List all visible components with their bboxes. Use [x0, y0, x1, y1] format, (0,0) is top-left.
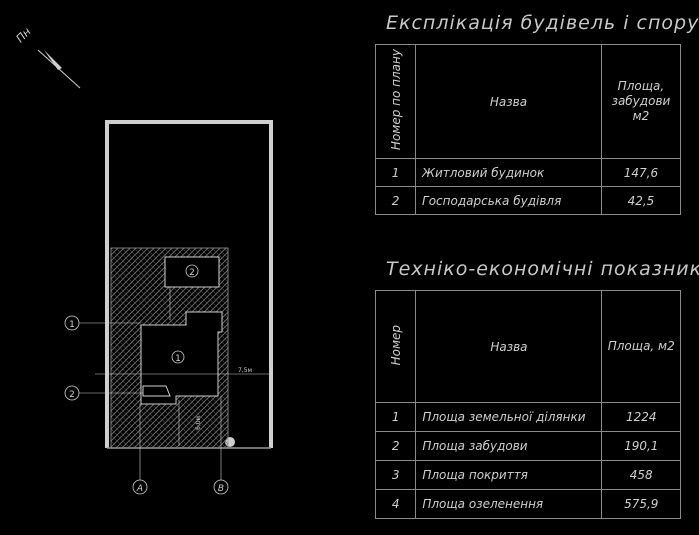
- building-2-number: 2: [189, 268, 195, 278]
- table-row: 1 Житловий будинок 147,6: [374, 158, 682, 187]
- building-2: 2: [164, 256, 220, 288]
- svg-text:A: A: [136, 484, 143, 494]
- site-plan: Пн 2 1 7,5м 6,0м 1 2 A: [14, 25, 273, 495]
- building-1: 1: [140, 311, 223, 405]
- header-name: Назва: [489, 94, 528, 109]
- svg-text:B: B: [218, 484, 224, 494]
- table-row: 1 Площа земельної ділянки 1224: [374, 402, 681, 432]
- table-row: 3 Площа покриття 458: [374, 460, 681, 490]
- callout-2: 2: [64, 385, 143, 401]
- table-header-row: Номер Назва Площа, м2: [374, 290, 681, 403]
- axis-b: B: [213, 396, 229, 495]
- north-arrow-icon: Пн: [14, 25, 81, 89]
- table-header-row: Номер по плану Назва Площа, забудови м2: [374, 44, 682, 159]
- north-label: Пн: [14, 25, 34, 45]
- header-area: Площа, забудови м2: [611, 79, 671, 123]
- buildings-table-title: Експлікація будівель і споруд: [386, 12, 699, 34]
- callout-1: 1: [64, 315, 141, 331]
- table-row: 2 Площа забудови 190,1: [374, 431, 681, 461]
- axis-a: A: [132, 404, 148, 495]
- svg-text:2: 2: [69, 390, 75, 400]
- header-area: Площа, м2: [607, 339, 675, 353]
- indicators-table-title: Техніко-економічні показники: [386, 258, 699, 280]
- header-name: Назва: [490, 339, 528, 354]
- building-1-number: 1: [175, 354, 181, 364]
- header-number: Номер: [388, 324, 403, 366]
- table-row: 2 Господарська будівля 42,5: [374, 186, 682, 215]
- buildings-table: Номер по плану Назва Площа, забудови м2 …: [374, 44, 682, 215]
- table-row: 4 Площа озеленення 575,9: [374, 489, 681, 519]
- svg-text:1: 1: [69, 320, 75, 330]
- dimension-bottom: 6,0м: [195, 416, 202, 430]
- indicators-table: Номер Назва Площа, м2 1 Площа земельної …: [374, 290, 681, 519]
- site-boundary: [105, 120, 273, 448]
- dimension-right: 7,5м: [238, 367, 252, 374]
- header-number: Номер по плану: [388, 49, 403, 151]
